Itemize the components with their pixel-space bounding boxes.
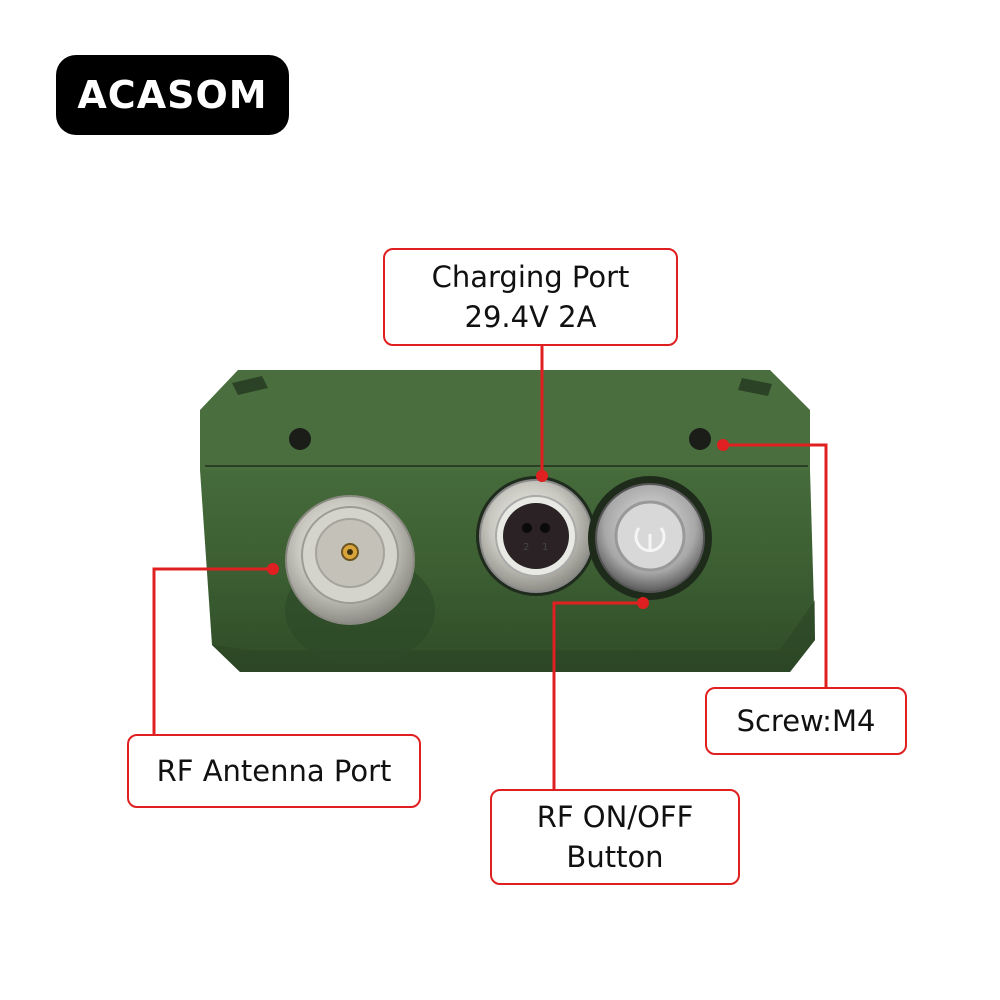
rf-button-label-line1: RF ON/OFF — [536, 800, 694, 834]
charging-port-title: Charging Port — [431, 260, 630, 294]
charging-port-icon: 2 1 — [476, 476, 596, 596]
brand-logo: ACASOM — [56, 55, 289, 135]
svg-text:1: 1 — [542, 542, 548, 553]
screw-label: Screw:M4 — [736, 704, 876, 738]
callout-rf-antenna-port: RF Antenna Port — [127, 734, 421, 808]
callout-rf-button: RF ON/OFF Button — [490, 789, 740, 885]
callout-lines — [152, 345, 828, 792]
callout-dot-screw-icon — [717, 439, 729, 451]
brand-logo-text: ACASOM — [77, 73, 268, 117]
callout-dots — [267, 439, 729, 609]
callout-dot-button-icon — [637, 597, 649, 609]
screw-hole-right-icon — [689, 428, 711, 450]
callout-dot-antenna-icon — [267, 563, 279, 575]
screw-hole-left-icon — [289, 428, 311, 450]
rf-power-button-icon[interactable] — [588, 476, 712, 600]
callout-charging-port: Charging Port 29.4V 2A — [383, 248, 678, 346]
callout-line-screw — [723, 443, 828, 688]
charging-port-spec: 29.4V 2A — [464, 300, 597, 334]
callout-dot-charging-icon — [536, 470, 548, 482]
rf-button-label-line2: Button — [566, 840, 664, 874]
callout-line-antenna — [152, 567, 273, 736]
callout-screw: Screw:M4 — [705, 687, 907, 755]
callout-line-button — [552, 601, 643, 792]
rf-antenna-connector-icon — [285, 495, 435, 665]
rf-antenna-port-label: RF Antenna Port — [156, 754, 392, 788]
svg-text:2: 2 — [523, 542, 529, 553]
